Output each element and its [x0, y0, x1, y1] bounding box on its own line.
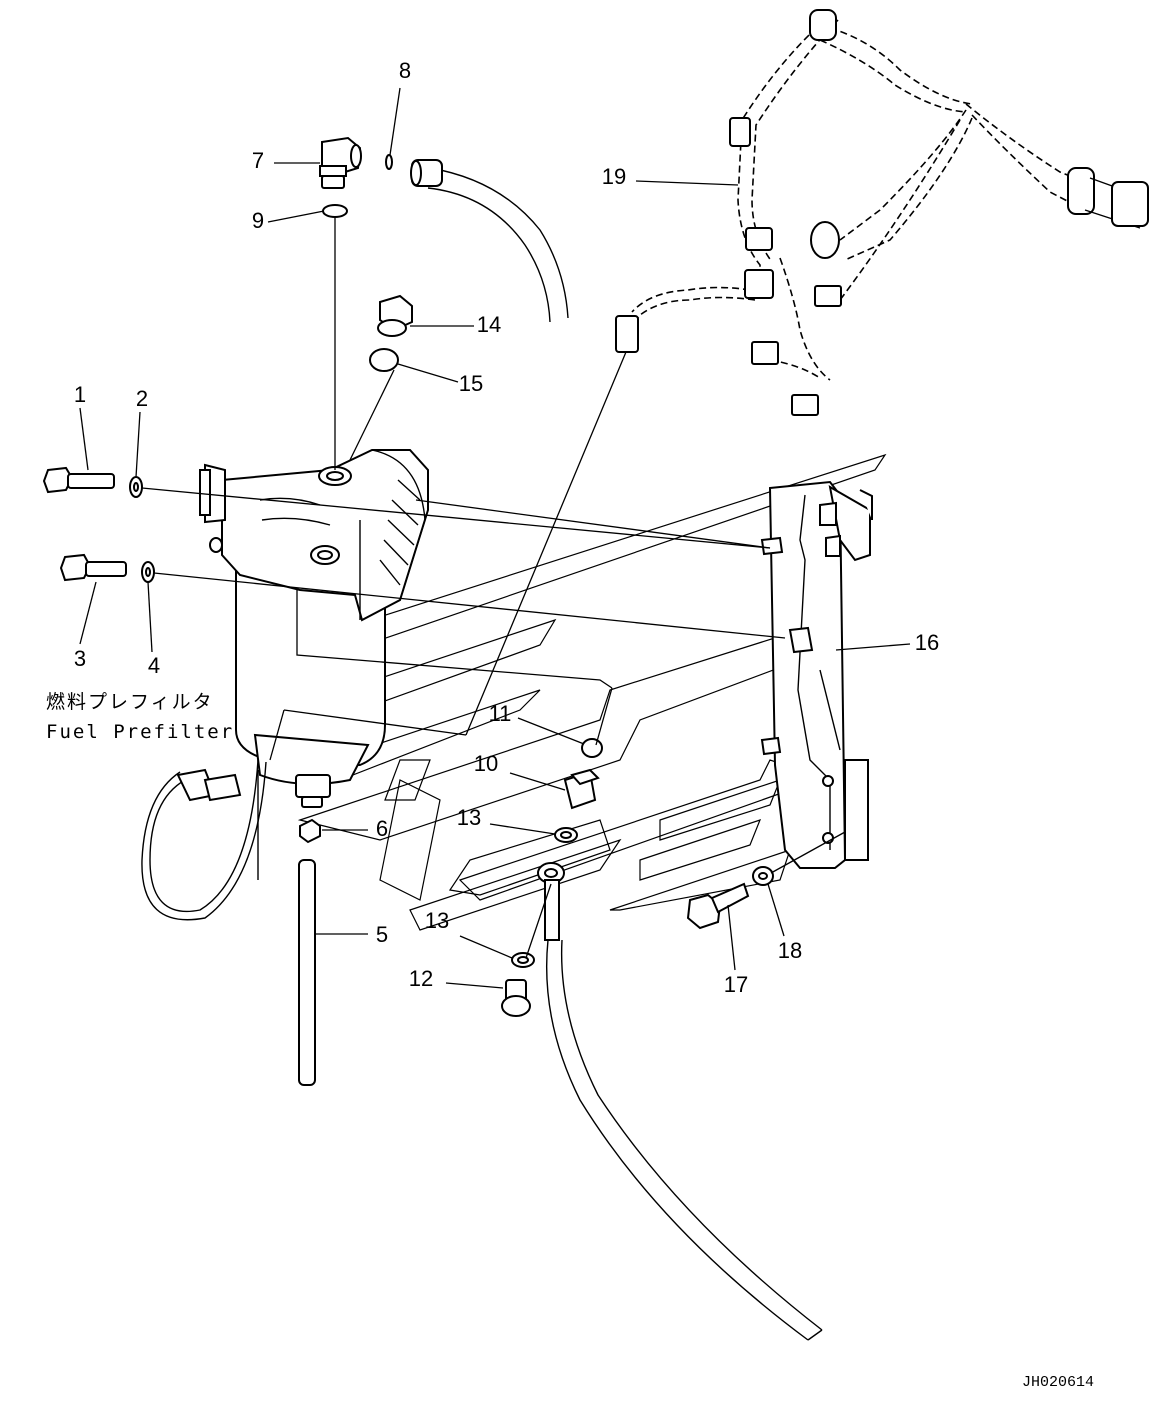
- wiring-harness-19: [615, 9, 1149, 416]
- fuel-prefilter-body: [141, 449, 429, 921]
- callout-11: 11: [489, 701, 512, 726]
- plug-14: [377, 294, 413, 337]
- callout-13-upper: 13: [457, 805, 481, 830]
- callout-15: 15: [459, 371, 483, 396]
- bolt-12: [501, 979, 531, 1017]
- callout-1: 1: [74, 382, 86, 407]
- washer-13-lower: [511, 952, 535, 968]
- leader-lines: [141, 218, 846, 959]
- drawing-code: JH020614: [1022, 1374, 1094, 1391]
- caption: 燃料プレフィルタ Fuel Prefilter: [46, 691, 234, 743]
- plug-6: [299, 818, 321, 844]
- bracket-16: [760, 480, 873, 869]
- callout-16: 16: [915, 630, 939, 655]
- washer-13-upper: [554, 827, 578, 843]
- elbow-fitting-7: [319, 136, 362, 189]
- callout-18: 18: [778, 938, 802, 963]
- callout-7: 7: [252, 148, 264, 173]
- o-ring-15: [369, 348, 399, 372]
- callout-5: 5: [376, 922, 388, 947]
- callout-6: 6: [376, 816, 388, 841]
- callout-3: 3: [74, 646, 86, 671]
- o-ring-8: [385, 154, 393, 170]
- o-ring-9: [322, 204, 348, 218]
- callout-labels: 1 2 3 4 5 6 7 8 9 10 11 12 13 13 14 15 1…: [74, 58, 939, 997]
- bolt-3: [59, 553, 127, 582]
- callout-17: 17: [724, 972, 748, 997]
- bolt-1: [42, 466, 115, 494]
- connector-10: [563, 768, 600, 810]
- o-ring-11: [581, 738, 603, 758]
- washer-2: [129, 476, 143, 498]
- eye-fitting-hose: [537, 862, 823, 1341]
- callout-2: 2: [136, 386, 148, 411]
- callout-19: 19: [602, 164, 626, 189]
- washer-18: [752, 866, 774, 886]
- caption-english: Fuel Prefilter: [46, 721, 234, 743]
- callout-8: 8: [399, 58, 411, 83]
- callout-lines: [79, 87, 911, 989]
- callout-9: 9: [252, 208, 264, 233]
- callout-4: 4: [148, 653, 160, 678]
- bolt-17: [686, 882, 750, 930]
- callout-14: 14: [477, 312, 501, 337]
- tube-5: [298, 859, 316, 1086]
- callout-12: 12: [409, 966, 433, 991]
- caption-japanese: 燃料プレフィルタ: [46, 691, 214, 713]
- callout-13-lower: 13: [425, 908, 449, 933]
- washer-4: [141, 561, 155, 583]
- callout-10: 10: [474, 751, 498, 776]
- fuel-hose-top: [410, 159, 569, 323]
